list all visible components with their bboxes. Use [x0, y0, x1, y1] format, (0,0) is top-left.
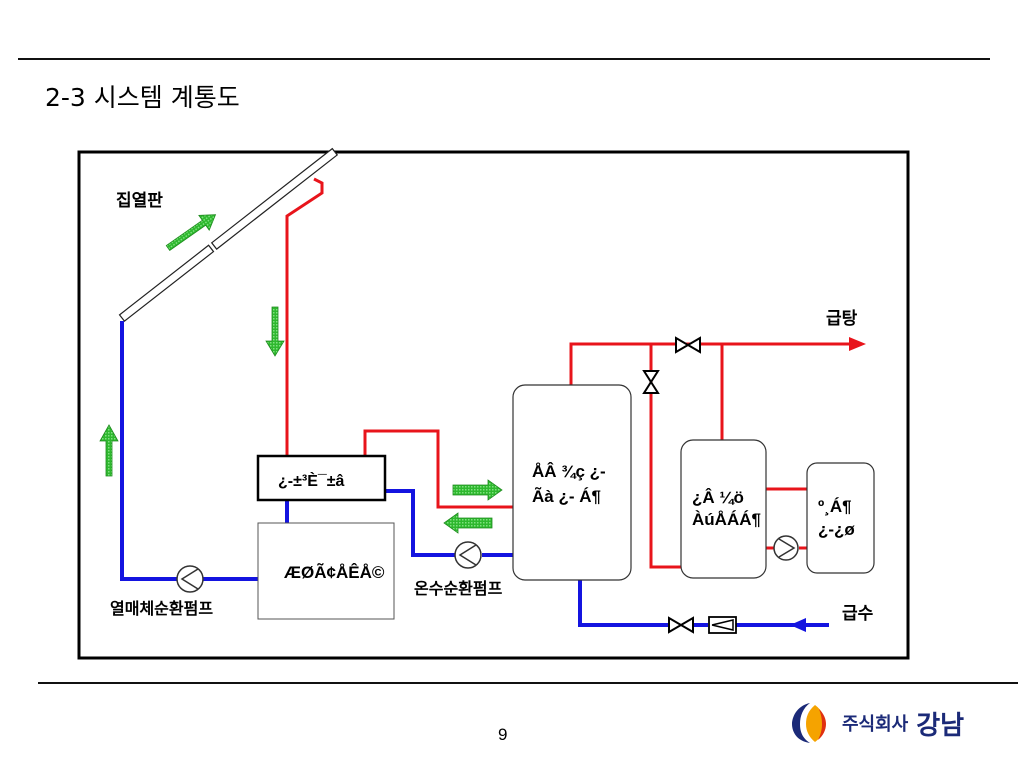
- collector-flow-arrow-icon: [165, 214, 217, 252]
- down-flow-arrow-icon: [265, 306, 285, 357]
- plate-box: [257, 522, 395, 620]
- cold-supply-arrow-icon: [790, 618, 806, 632]
- heat-exchanger: [256, 454, 387, 502]
- top-rule: [18, 58, 990, 60]
- company-name: 강남: [916, 710, 965, 741]
- aux-tank-label-line2: ÀúÅÁÁ¶: [692, 510, 761, 529]
- boiler-label-line2: ¿-¿ø: [818, 520, 855, 539]
- hot-supply-arrow-icon: [849, 337, 866, 351]
- plate-box-label: ÆØÃ¢ÅÊÅ©: [284, 562, 385, 582]
- heat-exchanger-label: ¿-±³È¯±â: [278, 471, 345, 490]
- boiler: [806, 462, 875, 574]
- page-title: 2-3 시스템 계통도: [45, 83, 240, 112]
- collector-label: 집열판: [116, 191, 163, 211]
- page-number: 9: [498, 725, 508, 744]
- boiler-label-line1: º¸Á¶: [818, 497, 852, 516]
- hot-supply-label: 급탕: [826, 309, 858, 329]
- check-valve-icon: [708, 616, 737, 634]
- hot-line-valve-icon: [675, 336, 701, 354]
- company-logo: 주식회사 강남: [788, 700, 964, 746]
- right-flow-arrow-icon: [452, 479, 503, 501]
- company-prefix: 주식회사: [842, 714, 909, 735]
- left-flow-arrow-icon: [443, 512, 493, 534]
- solar-collector: [118, 147, 339, 322]
- cold-line-valve-icon: [668, 616, 694, 634]
- boiler-pump-icon: [773, 535, 799, 561]
- hot-water-pump-label: 온수순환펌프: [414, 579, 503, 598]
- diagram-frame: [77, 150, 910, 660]
- cold-supply-label: 급수: [842, 604, 874, 624]
- bottom-rule: [38, 682, 1018, 684]
- aux-tank-label-line1: ¿Â ¼ö: [692, 488, 744, 507]
- hot-water-pump-icon: [454, 541, 482, 569]
- storage-tank-label-line1: ÅÂ ¾ç ¿-: [532, 462, 606, 481]
- hot-pipes: [285, 177, 849, 569]
- cold-pipes: [120, 321, 829, 627]
- storage-tank: [512, 384, 632, 581]
- flow-arrows: [99, 214, 503, 534]
- storage-tank-label-line2: Ãà ¿- Á¶: [532, 486, 601, 506]
- up-flow-arrow-icon: [99, 424, 119, 477]
- aux-tank: [680, 439, 767, 579]
- bypass-valve-icon: [642, 370, 660, 394]
- heat-medium-pump-icon: [176, 565, 204, 593]
- heat-medium-pump-label: 열매체순환펌프: [110, 599, 213, 618]
- company-logo-icon: [792, 703, 826, 743]
